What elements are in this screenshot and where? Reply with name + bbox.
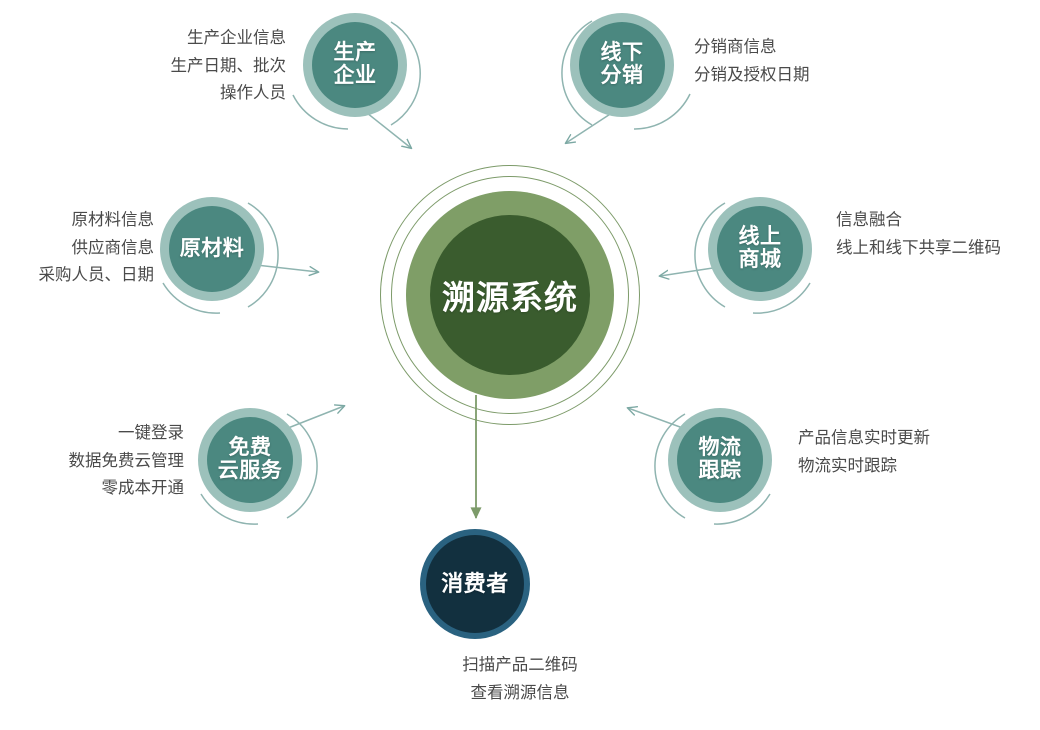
node-free-cloud-service[interactable]: 免费 云服务 bbox=[198, 408, 302, 512]
node-core: 线上 商城 bbox=[717, 206, 803, 292]
caption-production: 生产企业信息 生产日期、批次 操作人员 bbox=[170, 29, 287, 103]
node-raw-material[interactable]: 原材料 bbox=[160, 197, 264, 301]
node-core: 物流 跟踪 bbox=[677, 417, 763, 503]
caption-free-cloud-service: 一键登录 数据免费云管理 零成本开通 bbox=[68, 424, 185, 498]
hub-outer-ring bbox=[380, 165, 640, 425]
node-label-logistics-tracking: 物流 跟踪 bbox=[698, 436, 742, 482]
node-label-offline-distribution: 线下 分销 bbox=[600, 41, 644, 87]
node-production[interactable]: 生产 企业 bbox=[303, 13, 407, 117]
node-core: 线下 分销 bbox=[579, 22, 665, 108]
node-consumer[interactable]: 消费者 bbox=[420, 529, 530, 639]
node-offline-distribution[interactable]: 线下 分销 bbox=[570, 13, 674, 117]
caption-logistics-tracking: 产品信息实时更新 物流实时跟踪 bbox=[798, 429, 930, 475]
node-label-free-cloud-service: 免费 云服务 bbox=[217, 436, 283, 482]
node-core: 免费 云服务 bbox=[207, 417, 293, 503]
node-label-consumer: 消费者 bbox=[441, 571, 509, 597]
caption-raw-material: 原材料信息 供应商信息 采购人员、日期 bbox=[38, 211, 155, 285]
caption-consumer: 扫描产品二维码 查看溯源信息 bbox=[462, 656, 578, 702]
hub-middle-ring bbox=[391, 176, 629, 414]
node-core: 消费者 bbox=[426, 535, 524, 633]
center-hub[interactable]: 溯源系统 bbox=[380, 165, 640, 425]
node-core: 生产 企业 bbox=[312, 22, 398, 108]
node-label-production: 生产 企业 bbox=[333, 41, 377, 87]
node-core: 原材料 bbox=[169, 206, 255, 292]
node-label-online-mall: 线上 商城 bbox=[738, 225, 782, 271]
caption-offline-distribution: 分销商信息 分销及授权日期 bbox=[694, 38, 810, 84]
node-label-raw-material: 原材料 bbox=[179, 236, 245, 260]
hub-label: 溯源系统 bbox=[442, 279, 578, 316]
hub-core: 溯源系统 bbox=[430, 215, 590, 375]
caption-online-mall: 信息融合 线上和线下共享二维码 bbox=[836, 211, 1001, 257]
node-online-mall[interactable]: 线上 商城 bbox=[708, 197, 812, 301]
node-logistics-tracking[interactable]: 物流 跟踪 bbox=[668, 408, 772, 512]
